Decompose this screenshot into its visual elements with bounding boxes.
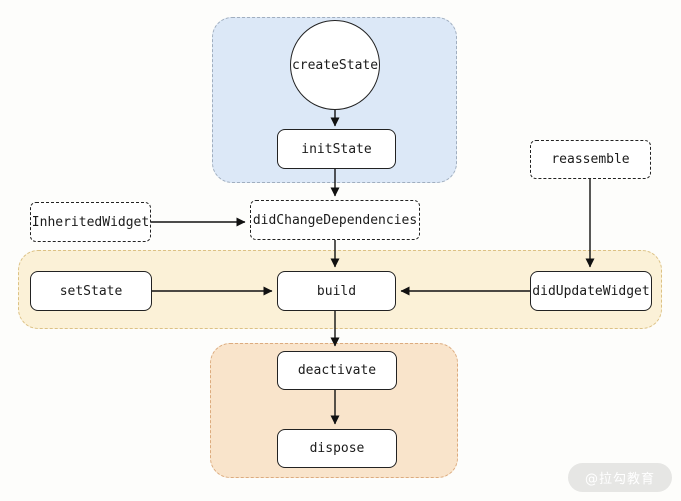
node-set-state: setState [30,271,152,311]
node-build: build [277,271,396,311]
node-build-label: build [316,283,357,299]
node-did-update-widget-label: didUpdateWidget [532,283,650,299]
watermark-badge: @拉勾教育 [568,463,672,492]
node-did-change-dependencies-label: didChangeDependencies [252,212,418,228]
node-did-update-widget: didUpdateWidget [530,271,652,311]
node-deactivate: deactivate [277,351,397,390]
node-create-state-label: createState [291,57,379,73]
node-reassemble: reassemble [530,140,651,179]
node-reassemble-label: reassemble [551,152,630,167]
node-deactivate-label: deactivate [297,363,377,378]
node-init-state-label: initState [301,141,372,157]
node-create-state: createState [290,20,380,110]
node-init-state: initState [277,129,396,169]
node-inherited-widget-label: InheritedWidget [31,214,150,230]
node-dispose: dispose [277,429,397,468]
watermark-text: @拉勾教育 [584,472,655,487]
node-did-change-dependencies: didChangeDependencies [250,200,420,240]
node-dispose-label: dispose [309,441,365,456]
node-set-state-label: setState [59,283,123,299]
node-inherited-widget: InheritedWidget [30,202,151,242]
